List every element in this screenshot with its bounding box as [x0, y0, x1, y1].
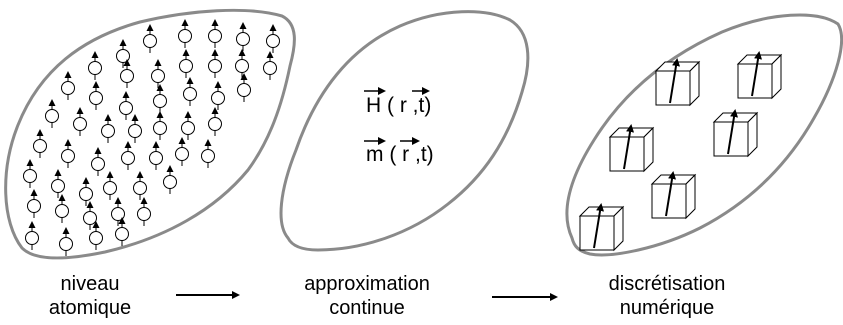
atom-spin — [91, 147, 105, 176]
atom-spin — [61, 139, 75, 168]
atom-spin — [59, 227, 73, 256]
atomic-spins-group — [23, 19, 280, 256]
atom-spin — [79, 177, 93, 206]
atom-spin — [153, 84, 167, 113]
atom-spin — [45, 99, 59, 128]
h-arguments: ( r ,t) — [387, 94, 432, 117]
atom-spin — [151, 59, 165, 88]
atom-spin — [83, 201, 97, 230]
atom-spin — [263, 51, 277, 80]
atom-spin — [115, 217, 129, 246]
atom-spin — [235, 49, 249, 78]
atom-spin — [149, 141, 163, 170]
stage-label-continuum-line1: approximation — [304, 273, 430, 295]
atom-spin — [211, 81, 225, 110]
stage-label-continuum: approximation continue — [272, 272, 462, 320]
atom-spin — [237, 73, 251, 102]
atom-spin — [88, 51, 102, 80]
atom-spin — [208, 107, 222, 136]
stage-label-discrete: discrétisation numérique — [582, 272, 752, 320]
atom-spin — [236, 22, 250, 51]
atom-spin — [101, 114, 115, 143]
stage-label-atomic-line1: niveau — [60, 273, 120, 295]
m-arguments: ( r ,t) — [389, 143, 434, 166]
m-field-formula: m ( r ,t) — [366, 143, 434, 167]
atom-spin — [143, 24, 157, 53]
cell-cube — [608, 124, 655, 173]
atom-spin — [179, 49, 193, 78]
atom-spin — [103, 171, 117, 200]
atom-spin — [153, 111, 167, 140]
atom-spin — [128, 114, 142, 143]
cell-cube — [736, 51, 783, 100]
atom-spin — [89, 81, 103, 110]
cell-cube — [578, 203, 625, 252]
atom-spin — [266, 24, 280, 53]
stage-label-continuum-line2: continue — [329, 297, 405, 319]
atom-spin — [178, 19, 192, 48]
atom-spin — [201, 139, 215, 168]
atom-spin — [181, 111, 195, 140]
atom-spin — [61, 71, 75, 100]
atom-spin — [183, 77, 197, 106]
cell-cube — [712, 109, 759, 158]
stage-label-discrete-line1: discrétisation — [608, 273, 726, 295]
stage-label-discrete-line2: numérique — [619, 297, 715, 319]
atom-spin — [55, 194, 69, 223]
stage-label-atomic-line2: atomique — [48, 297, 132, 319]
h-symbol: H — [366, 94, 382, 117]
atom-spin — [133, 171, 147, 200]
atom-spin — [89, 221, 103, 250]
atom-spin — [73, 107, 87, 136]
atom-spin — [175, 137, 189, 166]
atom-spin — [116, 39, 130, 68]
atom-spin — [121, 141, 135, 170]
continuum-region-outline — [279, 10, 530, 252]
m-symbol: m — [366, 143, 384, 166]
atom-spin — [111, 197, 125, 226]
atomic-region-outline — [4, 8, 296, 260]
atom-spin — [51, 169, 65, 198]
atom-spin — [23, 159, 37, 188]
cell-cube — [654, 58, 701, 107]
cell-cube — [650, 171, 697, 220]
stage-label-atomic: niveau atomique — [20, 272, 160, 320]
discrete-region-outline — [565, 13, 843, 257]
atom-spin — [163, 165, 177, 194]
atom-spin — [208, 49, 222, 78]
atom-spin — [119, 91, 133, 120]
atom-spin — [27, 189, 41, 218]
atom-spin — [33, 129, 47, 158]
atom-spin — [208, 19, 222, 48]
atom-spin — [137, 197, 151, 226]
discrete-cells-group — [578, 51, 783, 252]
h-field-formula: H ( r ,t) — [366, 94, 431, 118]
atom-spin — [120, 59, 134, 88]
atom-spin — [25, 221, 39, 250]
